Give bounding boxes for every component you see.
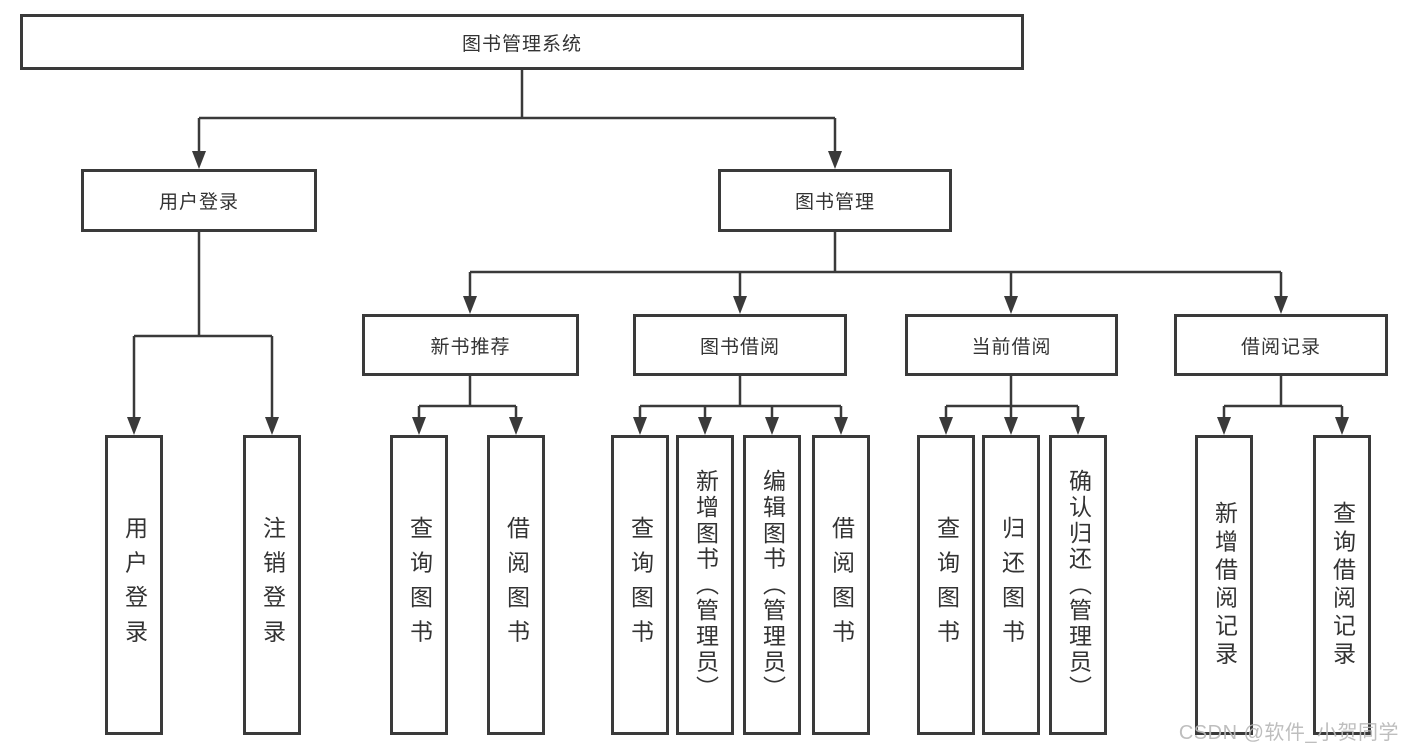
leaf-user-login: 用户登录 [105, 435, 163, 735]
node-system-label: 图书管理系统 [461, 33, 582, 55]
node-user-login: 用户登录 [81, 169, 317, 232]
leaf-edit-books-admin: 编辑图书（管理员） [743, 435, 801, 735]
node-book-borrow: 图书借阅 [633, 314, 847, 376]
leaf-user-login-label: 用户登录 [121, 516, 148, 654]
leaf-logout-label: 注销登录 [259, 516, 286, 654]
leaf-confirm-return-admin: 确认归还（管理员） [1049, 435, 1107, 735]
node-book-borrow-label: 图书借阅 [699, 336, 780, 358]
leaf-borrow-books-2: 借阅图书 [812, 435, 870, 735]
leaf-return-books-label: 归还图书 [998, 516, 1025, 654]
leaf-query-books-3-label: 查询图书 [933, 516, 960, 654]
leaf-borrow-books-2-label: 借阅图书 [828, 516, 855, 654]
leaf-logout: 注销登录 [243, 435, 301, 735]
leaf-query-books-1-label: 查询图书 [406, 516, 433, 654]
node-book-management: 图书管理 [718, 169, 952, 232]
node-borrow-records-label: 借阅记录 [1240, 336, 1321, 358]
csdn-watermark: CSDN @软件_小贺同学 [1178, 722, 1399, 744]
leaf-return-books: 归还图书 [982, 435, 1040, 735]
leaf-query-books-3: 查询图书 [917, 435, 975, 735]
leaf-query-books-2-label: 查询图书 [627, 516, 654, 654]
leaf-add-books-admin: 新增图书（管理员） [676, 435, 734, 735]
node-new-book-recommend-label: 新书推荐 [430, 336, 511, 358]
leaf-query-books-2: 查询图书 [611, 435, 669, 735]
leaf-borrow-books-1: 借阅图书 [487, 435, 545, 735]
node-user-login-label: 用户登录 [158, 192, 239, 213]
node-borrow-records: 借阅记录 [1174, 314, 1388, 376]
leaf-confirm-return-admin-label: 确认归还（管理员） [1065, 469, 1092, 701]
node-book-management-label: 图书管理 [794, 192, 875, 213]
node-new-book-recommend: 新书推荐 [362, 314, 579, 376]
leaf-add-borrow-record: 新增借阅记录 [1195, 435, 1253, 735]
node-current-borrow-label: 当前借阅 [971, 336, 1052, 358]
leaf-query-books-1: 查询图书 [390, 435, 448, 735]
node-system: 图书管理系统 [20, 14, 1024, 70]
leaf-edit-books-admin-label: 编辑图书（管理员） [759, 469, 786, 701]
leaf-borrow-books-1-label: 借阅图书 [503, 516, 530, 654]
leaf-add-books-admin-label: 新增图书（管理员） [692, 469, 719, 701]
leaf-query-borrow-record: 查询借阅记录 [1313, 435, 1371, 735]
leaf-query-borrow-record-label: 查询借阅记录 [1329, 500, 1356, 670]
node-current-borrow: 当前借阅 [905, 314, 1118, 376]
leaf-add-borrow-record-label: 新增借阅记录 [1211, 500, 1238, 670]
